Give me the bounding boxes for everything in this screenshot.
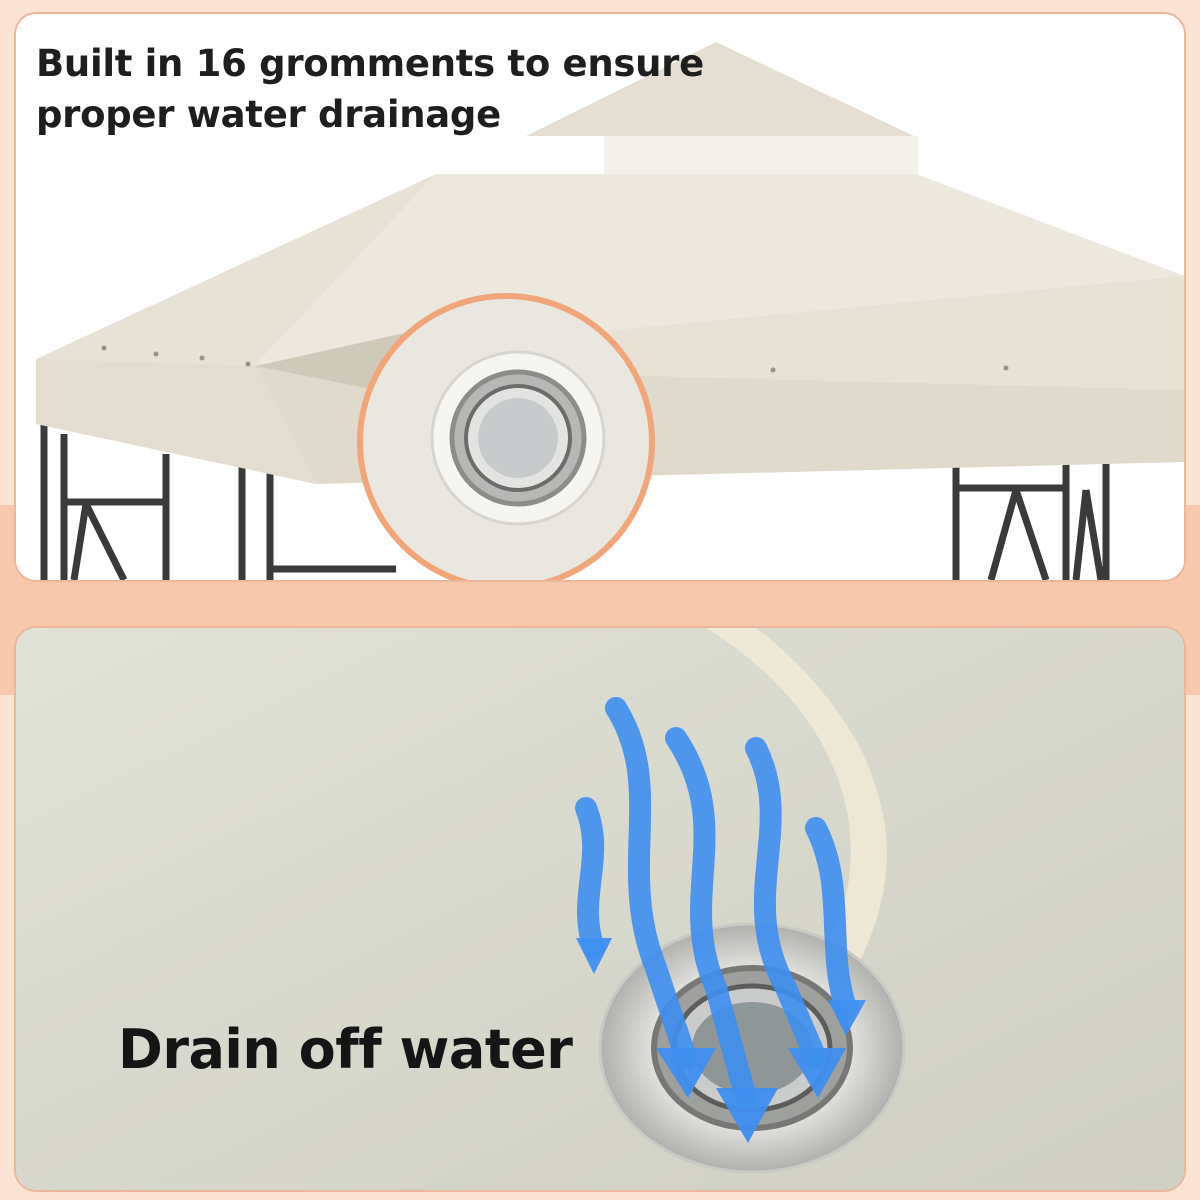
canopy-valance-left [36, 359, 316, 484]
top-panel: Built in 16 gromments to ensure proper w… [14, 12, 1186, 582]
bottom-panel: Drain off water [14, 626, 1186, 1192]
drain-illustration [16, 628, 1184, 1190]
headline: Built in 16 gromments to ensure proper w… [36, 38, 704, 140]
gazebo-illustration [36, 42, 1184, 580]
drain-label: Drain off water [118, 1018, 573, 1081]
canopy-vent-roof [526, 42, 914, 136]
gazebo-frame-right [952, 464, 1110, 580]
grommet-holes [101, 345, 1009, 373]
grommet-zoom-circle [357, 293, 655, 580]
water-arrow-heads [576, 938, 866, 1143]
headline-line-1: Built in 16 gromments to ensure [36, 42, 704, 85]
water-flow-arrows [575, 697, 857, 1109]
fabric-background [16, 628, 1184, 1190]
headline-line-2: proper water drainage [36, 93, 501, 136]
gazebo-frame-left [40, 424, 396, 580]
